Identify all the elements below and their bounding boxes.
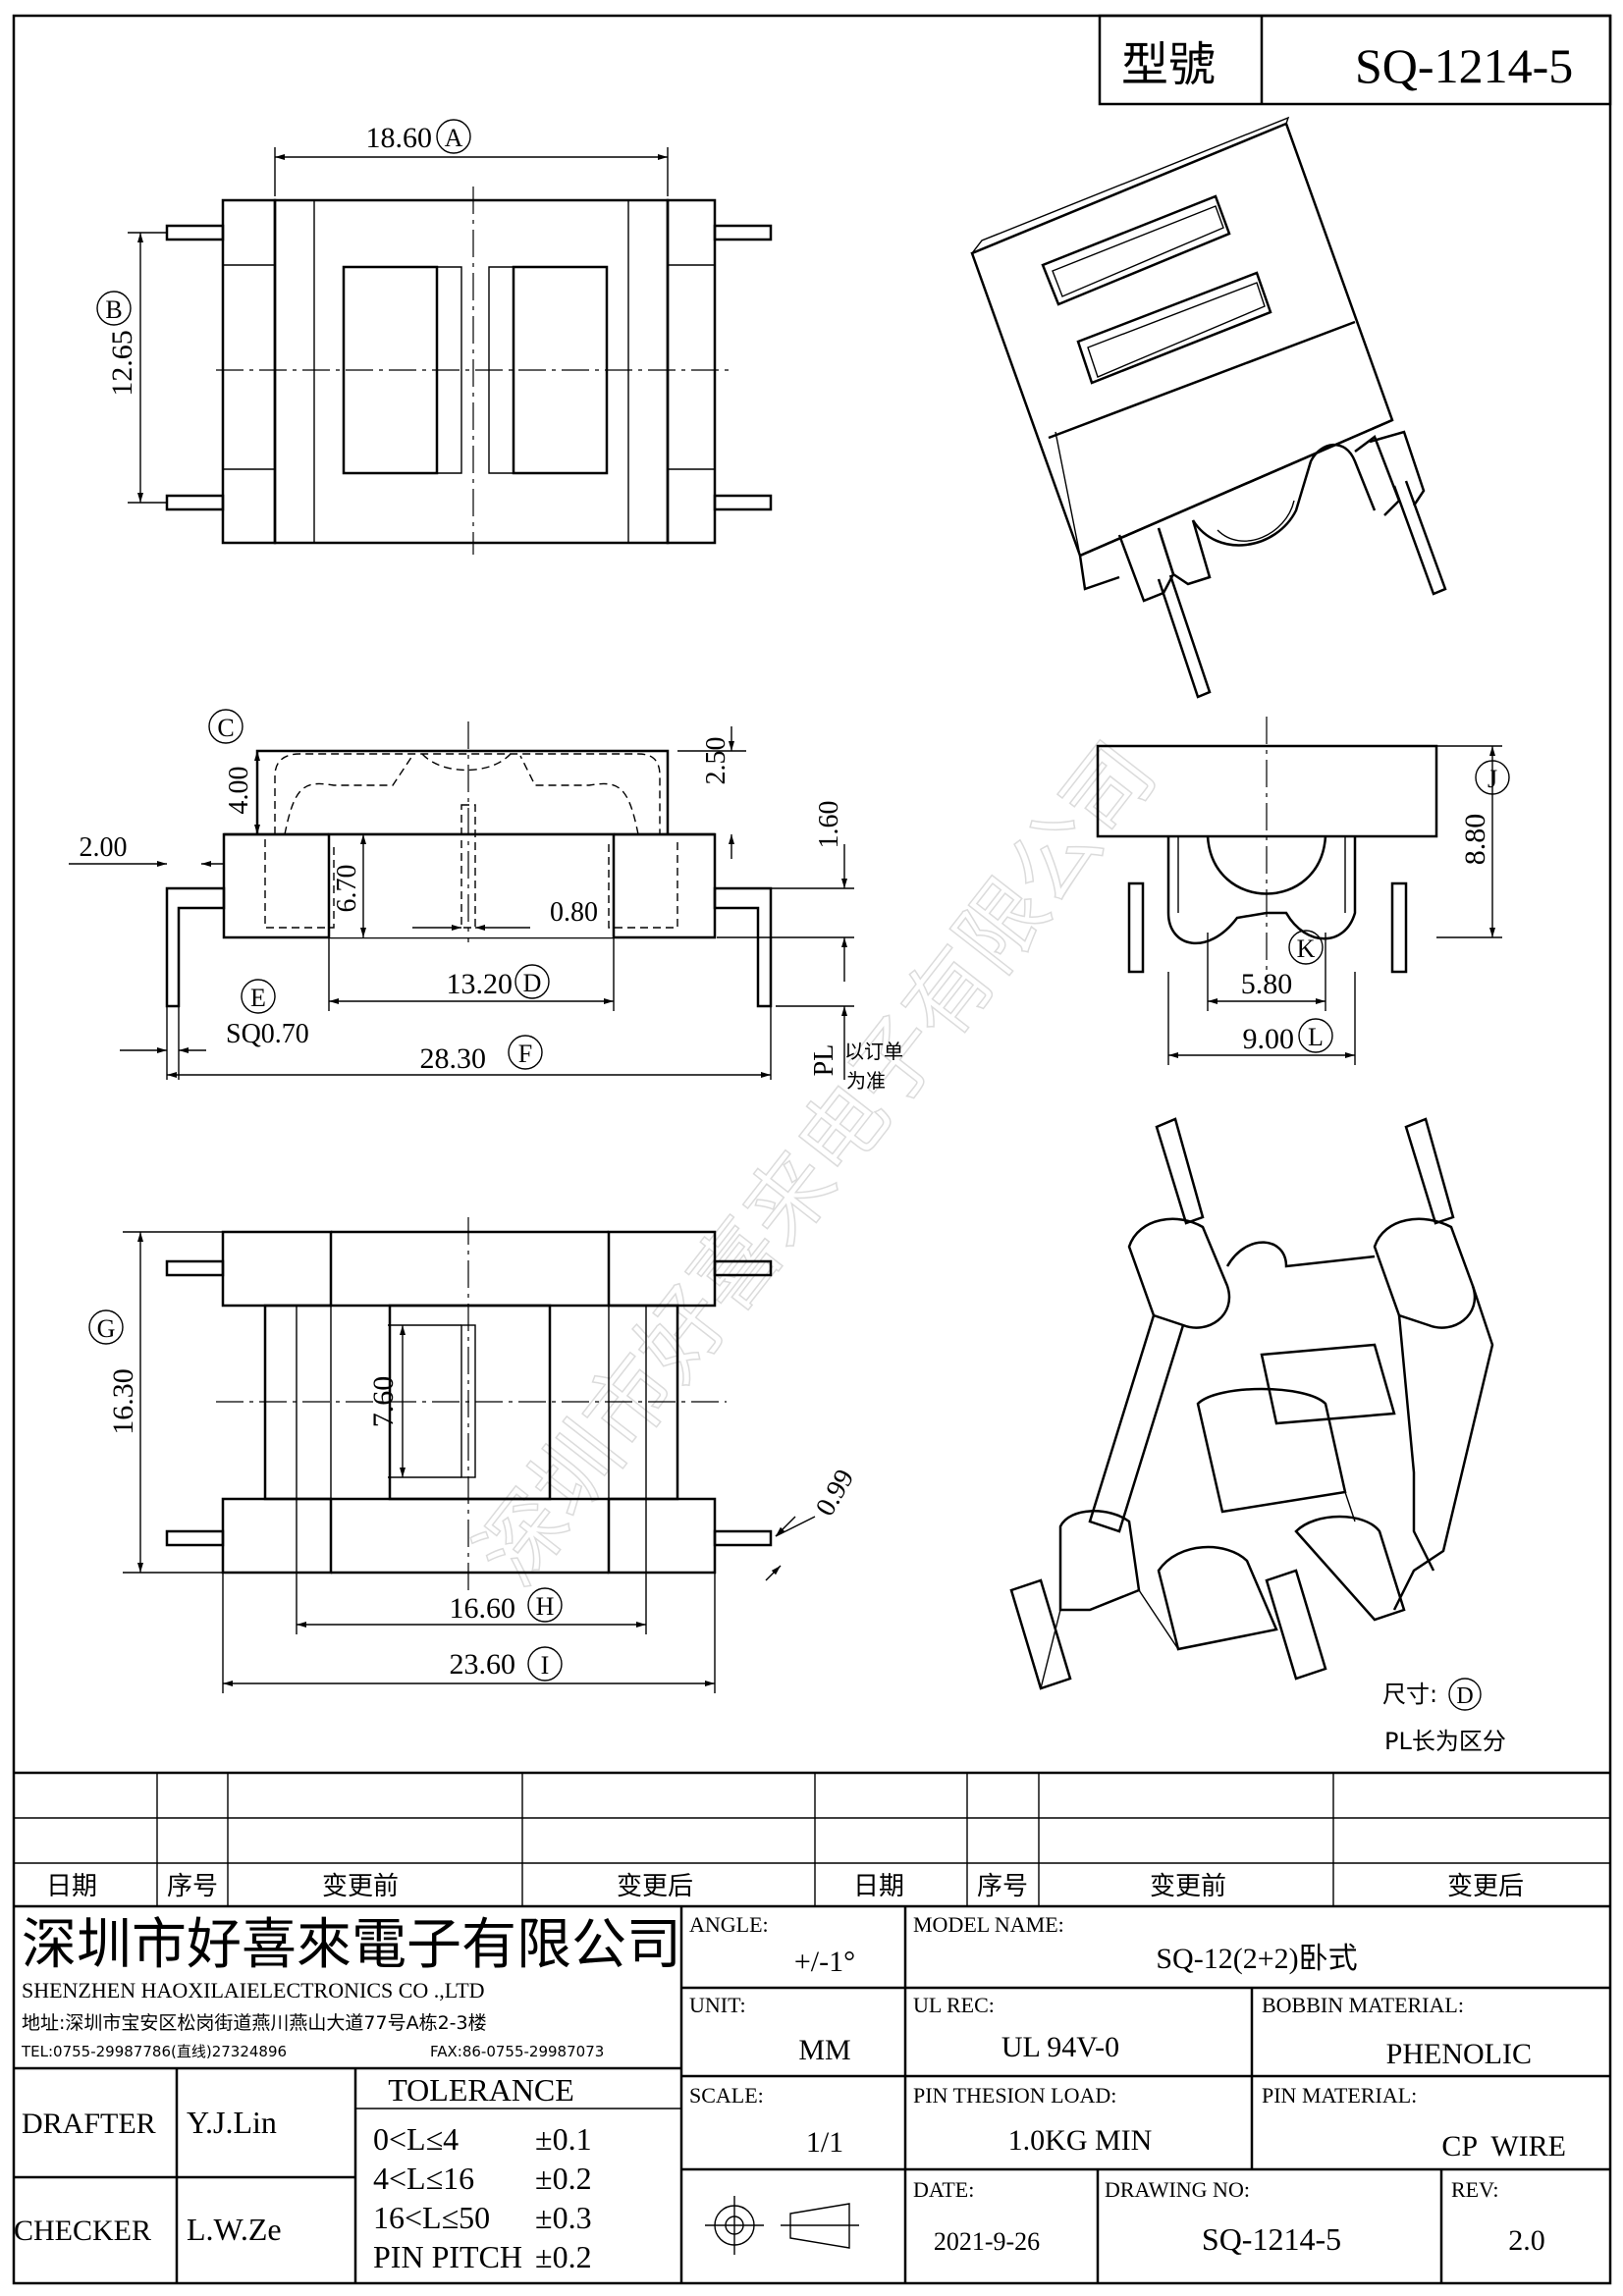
checker-name: L.W.Ze [187,2212,282,2247]
dim-d-value: 13.20 [447,968,514,1000]
dim-i-value: 23.60 [450,1648,516,1681]
angle-label: ANGLE: [689,1912,769,1937]
dim-g-value: 16.30 [107,1368,139,1435]
scale-label: SCALE: [689,2083,764,2108]
dim-j-value: 8.80 [1459,814,1491,866]
dim-e-letter: E [250,984,266,1012]
rev-header-date-1: 日期 [46,1872,97,1901]
rev-header-before-1: 变更前 [322,1872,399,1901]
ul-rec-value: UL 94V-0 [1001,2031,1119,2063]
dim-7-60: 7.60 [367,1376,400,1428]
model-name-value: SQ-12(2+2)卧式 [1156,1943,1357,1975]
dim-a-value: 18.60 [366,122,433,154]
dim-i-letter: I [541,1651,550,1680]
projection-symbol [705,2196,859,2255]
scale-value: 1/1 [806,2126,843,2159]
model-number: SQ-1214-5 [1355,38,1573,93]
unit-value: MM [798,2034,850,2066]
date-value: 2021-9-26 [934,2227,1040,2256]
size-note-letter: D [1456,1683,1473,1709]
bobbin-label: BOBBIN MATERIAL: [1262,1993,1464,2017]
dim-0-80: 0.80 [550,897,598,928]
tolerance-value-0: ±0.1 [535,2121,592,2157]
pin-load-value: 1.0KG MIN [1008,2124,1153,2157]
pl-note: PL长为区分 [1384,1728,1506,1755]
unit-label: UNIT: [689,1993,746,2017]
top-view: 18.60 A B 12.65 [96,119,773,555]
bobbin-value: PHENOLIC [1386,2038,1532,2070]
model-label: 型號 [1121,37,1216,92]
pin-material-label: PIN MATERIAL: [1262,2083,1417,2108]
drafter-label: DRAFTER [22,2108,156,2140]
company-address: 地址:深圳市宝安区松岗街道燕川燕山大道77号A栋2-3楼 [22,2012,487,2034]
sheet-border [12,14,1612,2285]
dim-j-letter: J [1488,765,1497,793]
rev-header-after-1: 变更后 [617,1872,693,1901]
drafter-name: Y.J.Lin [187,2105,277,2140]
tolerance-value-1: ±0.2 [535,2161,592,2196]
dim-pl: PL [809,1044,839,1077]
ul-rec-label: UL REC: [913,1993,995,2017]
rev-header-date-2: 日期 [853,1872,904,1901]
dim-c-letter: C [217,714,234,742]
dim-k-letter: K [1297,934,1316,963]
drawing-no-value: SQ-1214-5 [1202,2221,1341,2257]
dim-1-60: 1.60 [814,801,844,849]
tolerance-range-2: 16<L≤50 [373,2200,490,2235]
revision-table: 日期 序号 变更前 变更后 日期 序号 变更前 变更后 [14,1771,1610,1908]
dim-l-value: 9.00 [1243,1023,1295,1055]
dim-f-value: 28.30 [420,1042,487,1075]
company-name-cn: 深圳市好喜來電子有限公司 [22,1913,681,1977]
dim-6-70: 6.70 [332,865,362,913]
rev-header-before-2: 变更前 [1150,1872,1226,1901]
tolerance-value-3: ±0.2 [535,2239,592,2274]
dim-h-value: 16.60 [450,1592,516,1625]
rev-label: REV: [1451,2177,1498,2202]
model-name-label: MODEL NAME: [913,1912,1064,1937]
tolerance-value-2: ±0.3 [535,2200,592,2235]
dim-e-value: SQ0.70 [226,1019,309,1049]
dim-2-00: 2.00 [80,832,128,863]
pl-note-1: 以订单 [844,1040,903,1063]
dim-b-value: 12.65 [106,330,138,397]
tolerance-title: TOLERANCE [388,2072,574,2108]
tolerance-range-0: 0<L≤4 [373,2121,459,2157]
dim-b-letter: B [105,295,122,324]
date-label: DATE: [913,2177,974,2202]
rev-value: 2.0 [1508,2224,1545,2257]
company-fax: FAX:86-0755-29987073 [430,2043,604,2060]
title-block: 深圳市好喜來電子有限公司 SHENZHEN HAOXILAIELECTRONIC… [14,1906,1610,2283]
dim-g-letter: G [97,1314,116,1343]
rev-header-no-2: 序号 [977,1872,1028,1901]
dim-2-50: 2.50 [701,737,731,785]
tolerance-range-3: PIN PITCH [373,2239,522,2274]
dim-f-letter: F [518,1040,532,1068]
size-note-circle [1448,1678,1482,1711]
pin-load-label: PIN THESION LOAD: [913,2083,1116,2108]
rev-header-after-2: 变更后 [1447,1872,1524,1901]
drawing-no-label: DRAWING NO: [1105,2177,1250,2202]
dim-d-letter: D [523,969,542,997]
iso-view-bottom [1009,1117,1494,1690]
dim-k-value: 5.80 [1241,968,1293,1000]
dim-0-99: 0.99 [810,1465,860,1522]
dim-h-letter: H [536,1592,555,1621]
pin-material-value: CP WIRE [1441,2130,1566,2163]
iso-view-top [970,116,1447,699]
company-name-en: SHENZHEN HAOXILAIELECTRONICS CO .,LTD [22,1978,485,2002]
tolerance-range-1: 4<L≤16 [373,2161,474,2196]
model-title-box: 型號 SQ-1214-5 [1098,14,1612,106]
angle-value: +/-1° [794,1946,855,1978]
dim-a-letter: A [445,124,463,152]
pl-note-2: 为准 [846,1069,886,1093]
company-tel: TEL:0755-29987786(直线)27324896 [21,2043,287,2060]
checker-label: CHECKER [14,2215,151,2247]
dim-l-letter: L [1308,1023,1324,1051]
side-view: J 8.80 K 5.80 9.00 L [1096,717,1510,1065]
front-view: C 4.00 2.50 1.60 2.00 6.70 0.80 13.20 D [69,709,903,1093]
size-note-label: 尺寸: [1382,1681,1437,1708]
dim-c-value: 4.00 [224,767,254,815]
rev-header-no-1: 序号 [167,1872,218,1901]
